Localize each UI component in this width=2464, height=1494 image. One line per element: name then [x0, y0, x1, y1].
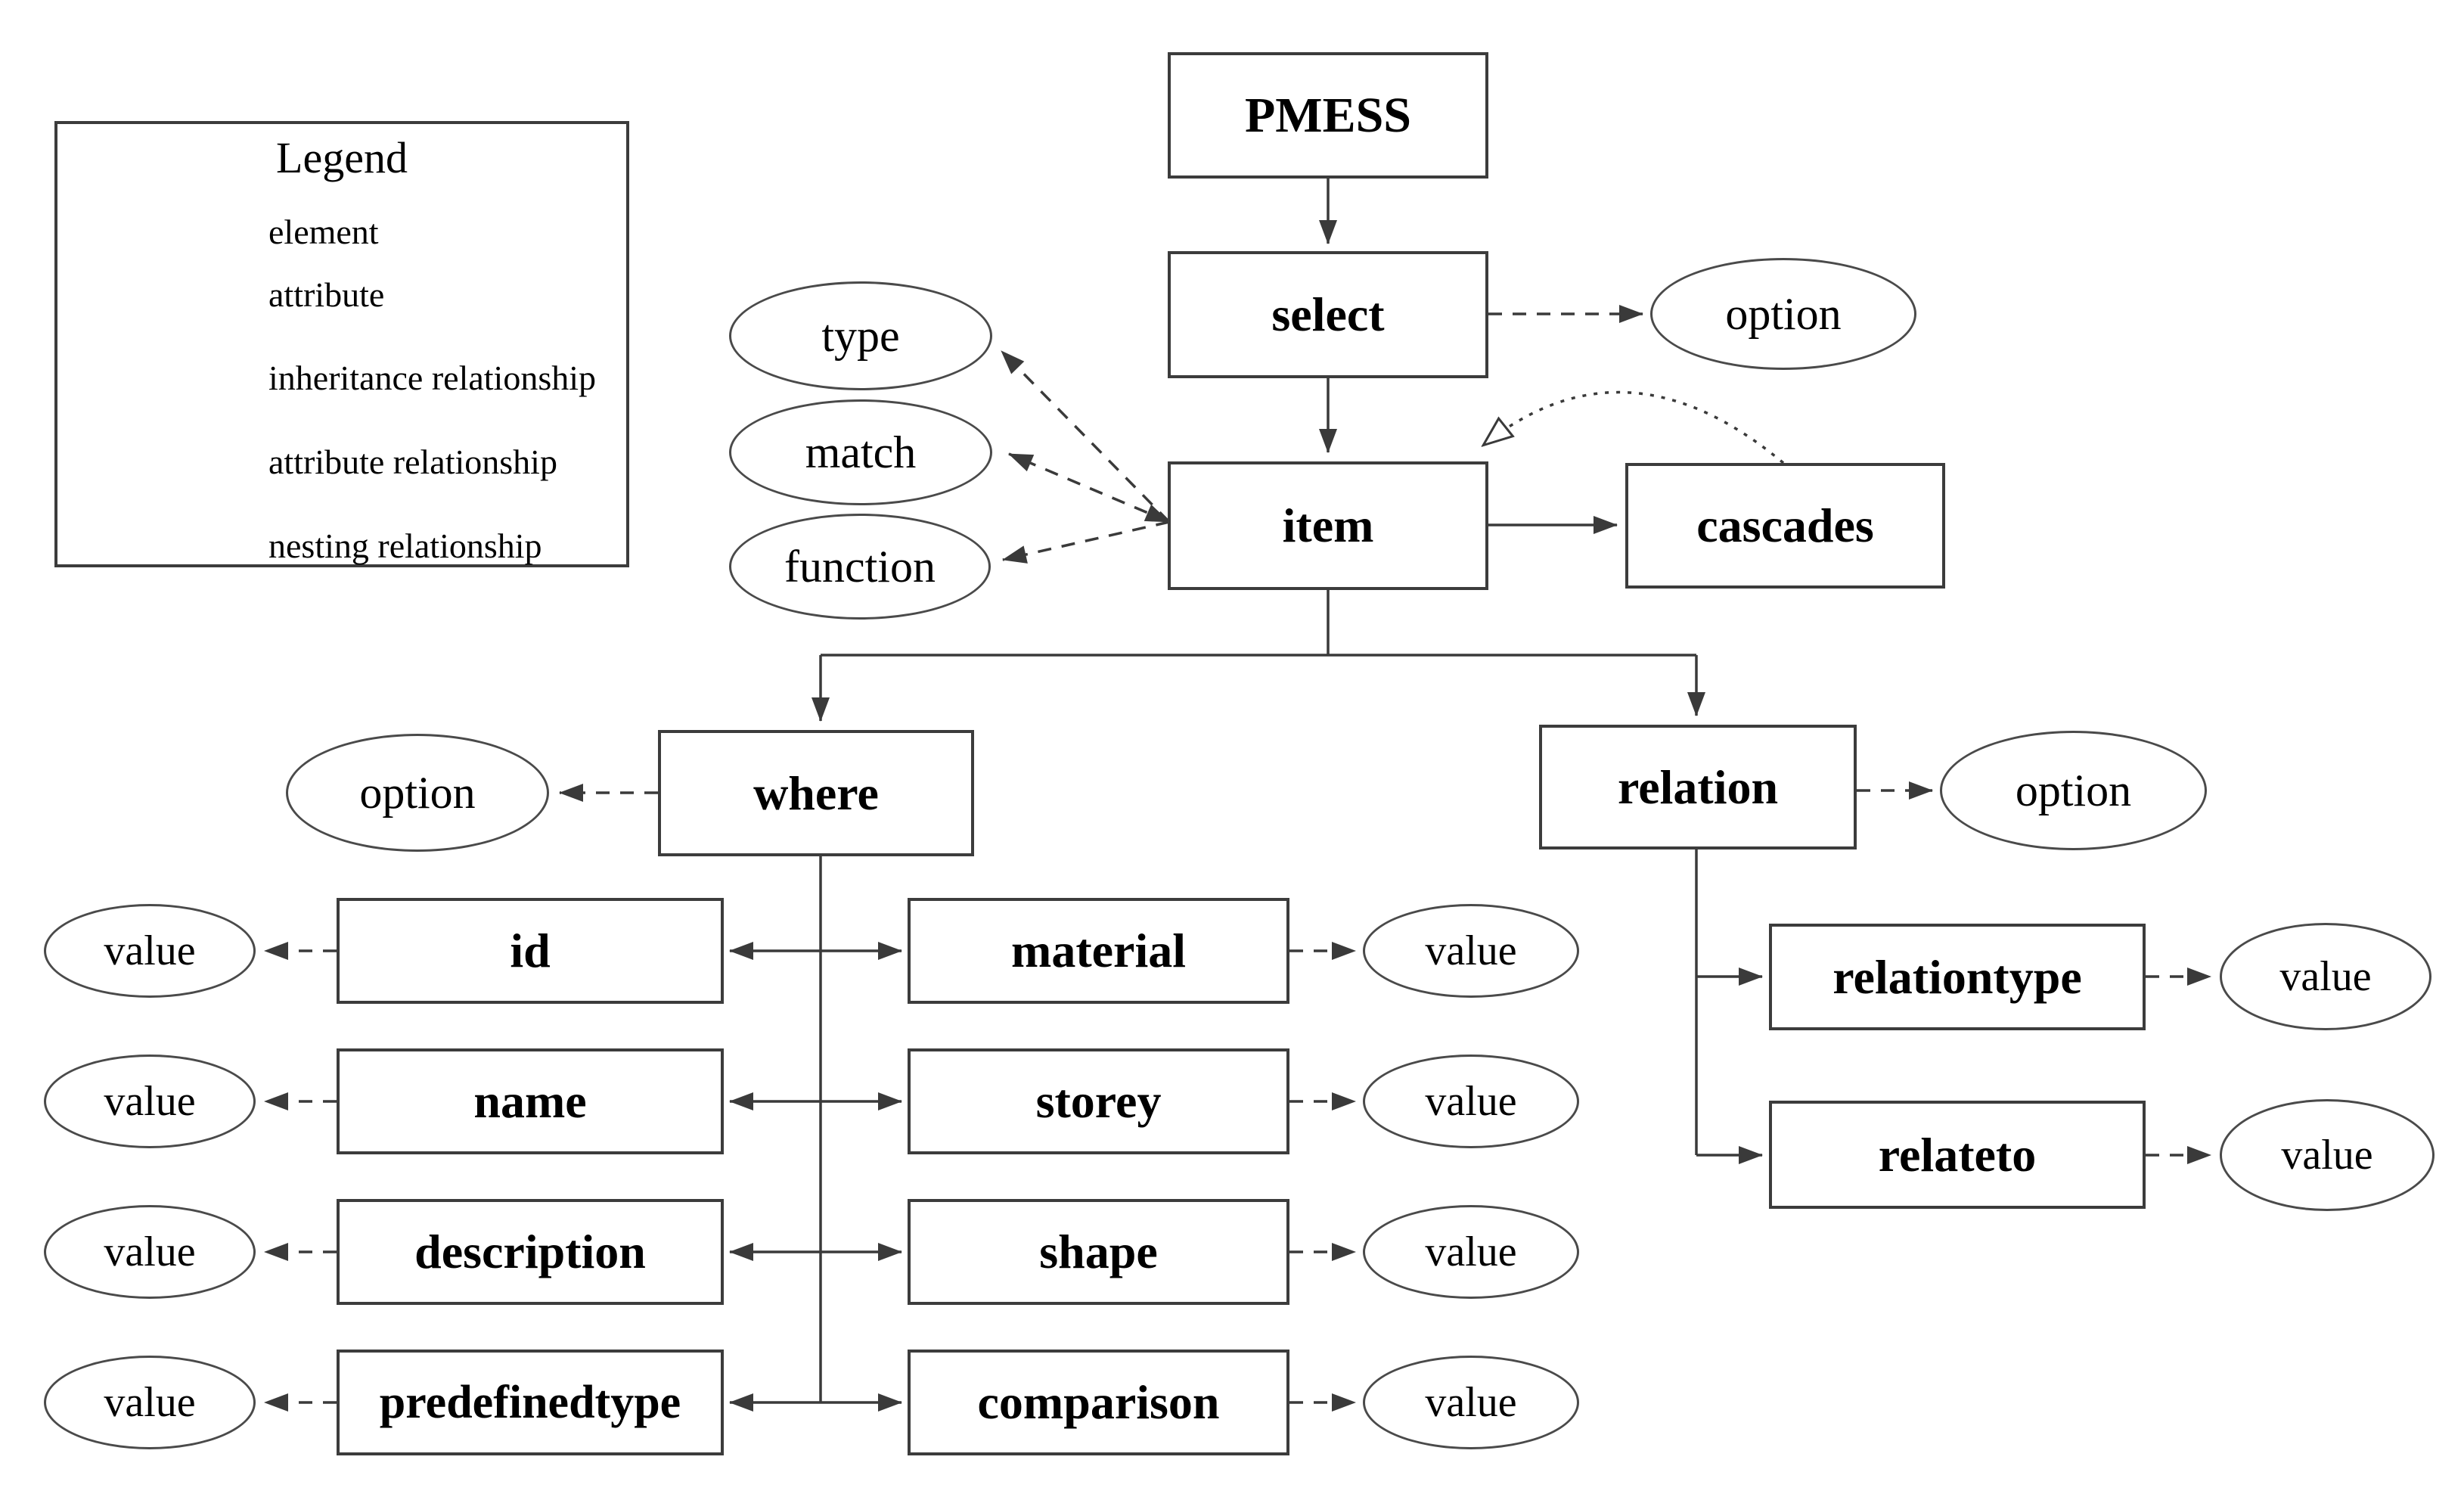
node-cascades: cascades	[1625, 463, 1945, 589]
nesting-arrow	[1484, 390, 1785, 464]
attr-option-select: option	[1650, 258, 1916, 370]
attr-function: function	[729, 514, 991, 620]
attr-value-shape: value	[1363, 1205, 1579, 1299]
legend-item-attribute-rel: attribute relationship	[268, 443, 557, 481]
node-relation: relation	[1539, 725, 1857, 849]
legend-title: Legend	[276, 133, 408, 182]
node-comparison: comparison	[908, 1350, 1289, 1455]
node-shape: shape	[908, 1199, 1289, 1305]
attr-value-predefinedtype: value	[44, 1356, 256, 1449]
legend-panel	[54, 121, 629, 567]
attr-value-relationtype: value	[2220, 923, 2431, 1030]
attr-value-storey: value	[1363, 1054, 1579, 1148]
node-item: item	[1168, 461, 1488, 590]
attr-value-name: value	[44, 1054, 256, 1148]
attr-value-relateto: value	[2220, 1099, 2435, 1211]
attr-value-description: value	[44, 1205, 256, 1299]
legend-item-inheritance: inheritance relationship	[268, 359, 597, 397]
legend-item-element: element	[268, 213, 379, 251]
attr-type: type	[729, 281, 992, 390]
inheritance-arrows	[729, 179, 1763, 1412]
node-name: name	[337, 1048, 724, 1154]
legend-item-attribute: attribute	[268, 275, 385, 314]
node-where: where	[658, 730, 974, 856]
node-material: material	[908, 898, 1289, 1004]
legend-item-nesting: nesting relationship	[268, 526, 542, 565]
attr-value-comparison: value	[1363, 1356, 1579, 1449]
node-pmess: PMESS	[1168, 52, 1488, 179]
attr-match: match	[729, 399, 992, 505]
attr-value-id: value	[44, 904, 256, 998]
attr-option-relation: option	[1940, 731, 2207, 850]
attr-value-material: value	[1363, 904, 1579, 998]
node-storey: storey	[908, 1048, 1289, 1154]
node-select: select	[1168, 251, 1488, 378]
node-predefinedtype: predefinedtype	[337, 1350, 724, 1455]
node-description: description	[337, 1199, 724, 1305]
attribute-arrows	[264, 305, 2211, 1412]
node-relateto: relateto	[1769, 1101, 2146, 1209]
node-id: id	[337, 898, 724, 1004]
attr-option-where: option	[286, 734, 549, 852]
node-relationtype: relationtype	[1769, 924, 2146, 1030]
